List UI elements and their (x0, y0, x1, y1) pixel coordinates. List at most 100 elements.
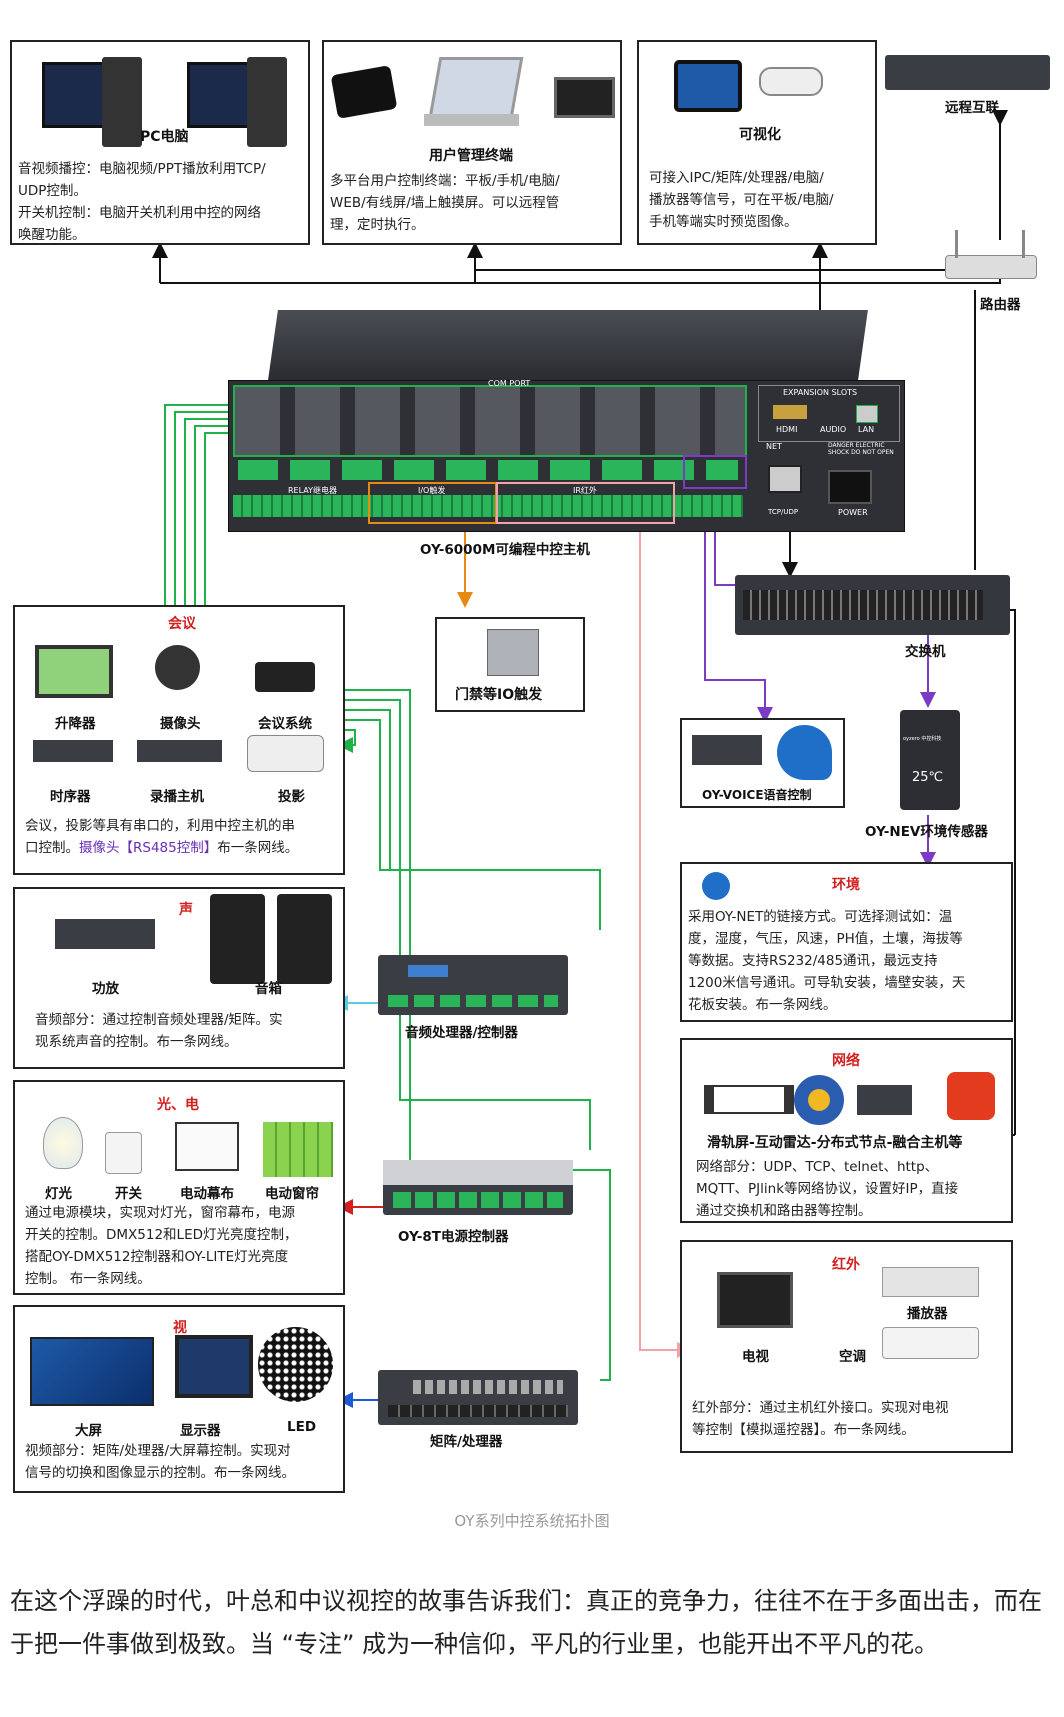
radar-icon (794, 1075, 844, 1125)
tower-icon (102, 57, 142, 147)
light-desc-2: 开关的控制。DMX512和LED灯光亮度控制， (25, 1227, 298, 1243)
switch-device (735, 575, 1010, 635)
env-heading: 环境 (832, 877, 860, 893)
meeting-desc-1: 会议，投影等具有串口的，利用中控主机的串 (25, 818, 295, 834)
big-screen-icon (30, 1337, 154, 1406)
video-heading: 视 (173, 1320, 187, 1336)
light-desc-3: 搭配OY-DMX512控制器和OY-LITE灯光亮度 (25, 1249, 289, 1265)
meeting-desc-2: 口控制。摄像头【RS485控制】布一条网线。 (25, 840, 299, 856)
lan-port (856, 405, 878, 423)
terminal-desc-3: 理，定时执行。 (330, 217, 425, 233)
light-label: 灯光 (45, 1186, 72, 1202)
projector-label: 投影 (278, 789, 305, 805)
conference-label: 会议系统 (258, 716, 312, 732)
voice-box: OY-VOICE语音控制 (680, 718, 845, 808)
lan-label: LAN (858, 425, 875, 434)
sequencer-icon (33, 740, 113, 762)
env-desc-3: 等数据。支持RS232/485通讯，最远支持 (688, 953, 938, 969)
camera-icon (759, 67, 823, 96)
player-icon (882, 1267, 979, 1297)
camera-label: 摄像头 (160, 716, 201, 732)
com-port-label: COM PORT (488, 379, 531, 388)
lan-port (768, 465, 802, 493)
com-ports (233, 385, 747, 457)
speaker-label: 音箱 (255, 981, 282, 997)
light-heading: 光、电 (157, 1097, 199, 1113)
net-label: NET (766, 442, 782, 451)
expansion-panel (758, 385, 900, 442)
infrared-desc-2: 等控制【模拟遥控器】。布一条网线。 (692, 1422, 915, 1438)
light-desc-1: 通过电源模块，实现对灯光，窗帘幕布，电源 (25, 1205, 295, 1221)
sequencer-label: 时序器 (50, 789, 91, 805)
switch-icon (105, 1132, 142, 1174)
switch-label: 开关 (115, 1186, 142, 1202)
light-box: 光、电 灯光 开关 电动幕布 电动窗帘 通过电源模块，实现对灯光，窗帘幕布，电源… (13, 1080, 345, 1295)
speaker-icon (277, 894, 332, 984)
expansion-label: EXPANSION SLOTS (783, 388, 858, 397)
env-desc-5: 花板安装。布一条网线。 (688, 997, 837, 1013)
danger-label: DANGER ELECTRIC SHOCK DO NOT OPEN (828, 442, 894, 456)
network-desc-3: 通过交换机和路由器等控制。 (696, 1203, 872, 1219)
figure-caption: OY系列中控系统拓扑图 (454, 1512, 610, 1530)
terminal-box: 用户管理终端 多平台用户控制终端：平板/手机/电脑/ WEB/有线屏/墙上触摸屏… (322, 40, 622, 245)
terminal-title: 用户管理终端 (429, 148, 513, 164)
audio-processor-device (378, 955, 568, 1015)
terminal-blocks (238, 460, 738, 480)
video-desc-1: 视频部分：矩阵/处理器/大屏幕控制。实现对 (25, 1443, 291, 1459)
visual-desc-2: 播放器等信号，可在平板/电脑/ (649, 192, 834, 208)
ir-highlight (496, 482, 675, 524)
recorder-icon (137, 740, 222, 762)
sound-heading: 声 (179, 902, 193, 918)
visual-desc-1: 可接入IPC/矩阵/处理器/电脑/ (649, 170, 824, 186)
remote-device (885, 55, 1050, 90)
microphone-icon (255, 662, 315, 692)
tower-icon (247, 57, 287, 147)
io-strip (233, 495, 743, 517)
hdmi-label: HDMI (776, 425, 798, 434)
led-icon (258, 1327, 333, 1402)
tablet-icon (674, 60, 742, 112)
voice-title: OY-VOICE语音控制 (702, 788, 812, 802)
laptop-base-icon (424, 114, 519, 126)
meeting-heading: 会议 (168, 616, 196, 632)
antenna-icon (955, 230, 958, 258)
fusion-host-icon (947, 1072, 995, 1120)
lift-icon (35, 645, 113, 698)
remote-title: 远程互联 (945, 100, 999, 116)
door-box: 门禁等IO触发 (435, 617, 585, 712)
pc-box: PC电脑 音视频播控：电脑视频/PPT播放利用TCP/ UDP控制。 开关机控制… (10, 40, 310, 245)
projector-icon (247, 735, 324, 772)
env-desc-2: 度，湿度，气压，风速，PH值，土壤，海拔等 (688, 931, 963, 947)
infrared-box: 红外 电视 空调 播放器 红外部分：通过主机红外接口。实现对电视 等控制【模拟遥… (680, 1240, 1013, 1453)
io-label: I/O触发 (418, 486, 446, 495)
pc-desc-3: 开关机控制：电脑开关机利用中控的网络 (18, 205, 261, 221)
thermometer-icon (702, 872, 730, 900)
ac-label: 空调 (839, 1349, 866, 1365)
power-label: POWER (838, 508, 868, 517)
power-controller-device (383, 1160, 573, 1215)
light-desc-4: 控制。 布一条网线。 (25, 1271, 151, 1287)
tv-label: 电视 (742, 1349, 769, 1365)
infrared-heading: 红外 (832, 1257, 860, 1273)
sound-desc-2: 现系统声音的控制。布一条网线。 (35, 1034, 238, 1050)
network-heading: 网络 (832, 1053, 860, 1069)
recorder-label: 录播主机 (150, 789, 204, 805)
amplifier-label: 功放 (92, 981, 119, 997)
node-device-icon (857, 1085, 912, 1115)
slide-screen-icon (704, 1085, 794, 1114)
article-paragraph: 在这个浮躁的时代，叶总和中议视控的故事告诉我们：真正的竞争力，往往不在于多面出击… (10, 1587, 1042, 1658)
video-desc-2: 信号的切换和图像显示的控制。布一条网线。 (25, 1465, 295, 1481)
matrix-device (378, 1370, 578, 1425)
laptop-icon (428, 57, 524, 118)
network-desc-1: 网络部分：UDP、TCP、telnet、http、 (696, 1159, 939, 1175)
nev-brand: oyzero 中控科技 (903, 736, 942, 742)
big-screen-label: 大屏 (75, 1423, 102, 1439)
network-subtitle: 滑轨屏-互动雷达-分布式节点-融合主机等 (707, 1135, 963, 1151)
nev-reading: 25℃ (912, 770, 944, 785)
ac-icon (882, 1327, 979, 1359)
nev-title: OY-NEV环境传感器 (865, 824, 988, 840)
network-desc-2: MQTT、PJlink等网络协议，设置好IP，直接 (696, 1181, 959, 1197)
audio-label: AUDIO (820, 425, 847, 434)
door-title: 门禁等IO触发 (455, 687, 543, 703)
led-label: LED (287, 1419, 317, 1435)
